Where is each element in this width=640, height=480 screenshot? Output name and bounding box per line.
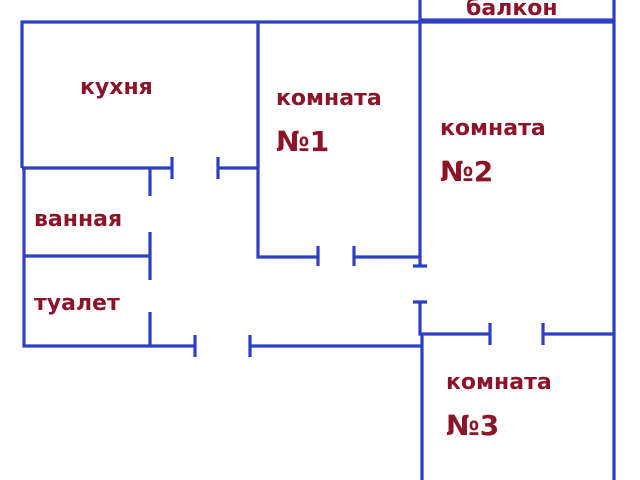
room1-number: №1: [276, 125, 330, 158]
room3-number: №3: [446, 409, 500, 442]
room1-left-wall: [256, 22, 318, 259]
room3-wall: [420, 334, 616, 480]
room2-number: №2: [440, 155, 494, 188]
balcony-wall: [418, 0, 616, 22]
room1-label: комната: [276, 86, 382, 111]
toilet-label: туалет: [34, 291, 120, 316]
toilet-wall: [22, 256, 195, 348]
balcony-label: балкон: [466, 0, 558, 21]
room2-wall-end-marks: [413, 264, 427, 304]
room2-wall: [418, 20, 616, 336]
room3-label: комната: [446, 370, 552, 395]
kitchen-label: кухня: [80, 75, 153, 100]
room2-label: комната: [440, 116, 546, 141]
room2-bottom-wall-left: [418, 302, 490, 336]
bathroom-label: ванная: [34, 207, 123, 232]
